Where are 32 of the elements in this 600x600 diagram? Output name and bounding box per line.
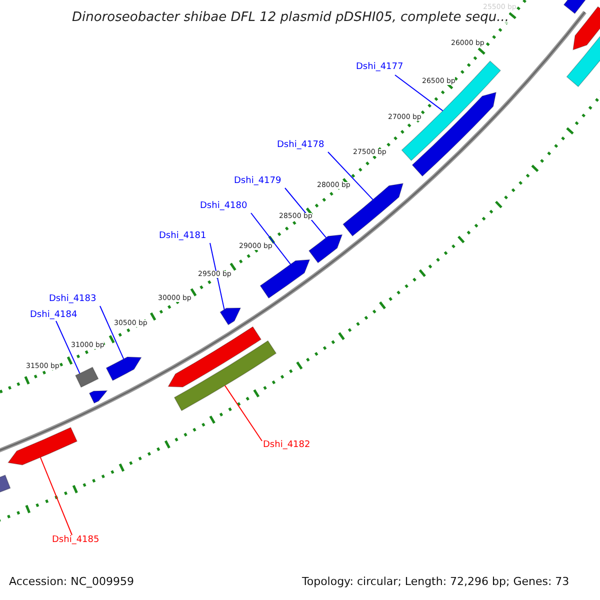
gene-label: Dshi_4182 [263,441,310,450]
map-title: Dinoroseobacter shibae DFL 12 plasmid pDSHI05, complete sequ... [72,11,509,24]
leader-line [284,188,327,238]
leader-line [210,242,225,310]
gene-bar [89,390,108,404]
leader-line [250,212,292,265]
leader-line [328,152,374,200]
gene-bar [106,356,142,381]
gene-label: Dshi_4181 [159,232,206,241]
gene-bar [75,366,99,388]
gene-label: Dshi_4184 [30,311,78,320]
gene-label: Dshi_4185 [52,536,100,545]
gene-bar [260,259,310,298]
gene-bar [220,308,241,326]
summary-text: Topology: circular; Length: 72,296 bp; Genes: 73 [302,576,570,587]
gene-label: Dshi_4177 [356,63,404,72]
gene-bar [8,427,78,466]
gene-bar [174,340,276,411]
gene-label: Dshi_4180 [200,202,248,211]
gene-label: Dshi_4178 [277,141,324,150]
gene-bar [342,183,404,236]
gene-label: Dshi_4183 [49,295,96,304]
gene-bar [412,92,496,176]
leader-line [40,456,72,536]
leader-line [56,320,80,374]
leader-line [100,306,124,360]
gene-bar [572,6,600,50]
accession-text: Accession: NC_009959 [9,576,134,587]
gene-bar [308,234,342,264]
leader-line [224,385,262,442]
gene-label: Dshi_4179 [234,177,282,186]
gene-bar [168,326,262,388]
